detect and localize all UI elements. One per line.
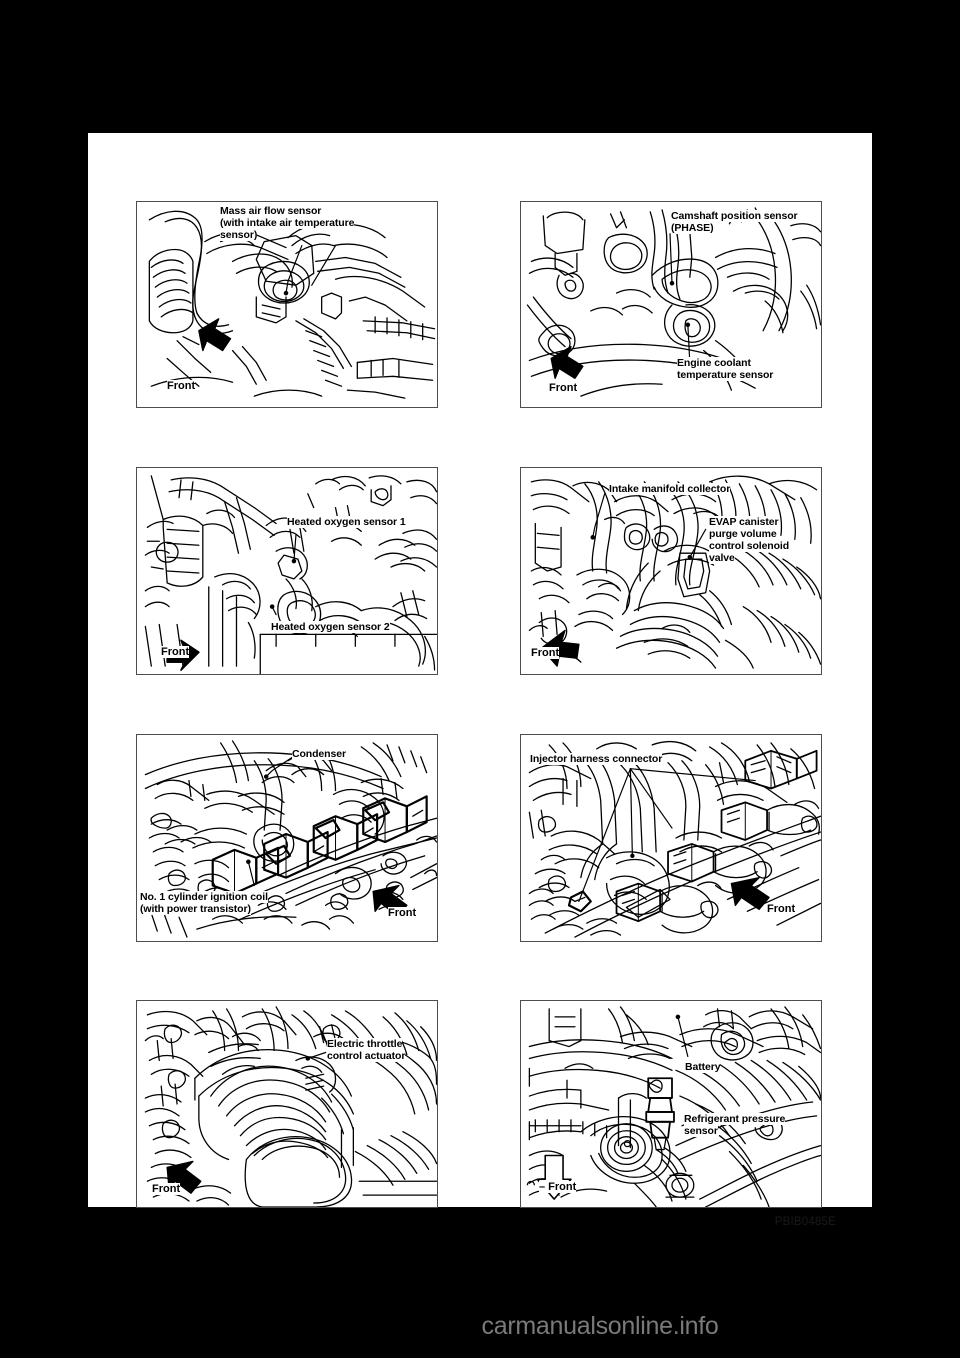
callout-evap-canister-line2: purge volume [709,528,777,541]
front-direction-label: – Front [539,1181,577,1193]
front-arrow-icon [550,345,584,379]
front-arrow-icon [730,876,770,911]
figure-panel-ignition-coil-condenser: Condenser No. 1 cylinder ignition coil (… [136,734,438,942]
callout-refrigerant-pressure-sensor-line2: sensor [684,1125,718,1138]
callout-mass-air-flow-sensor-line2: (with intake air temperature [220,217,355,230]
callout-intake-manifold-collector: Intake manifold collector [609,483,731,496]
front-direction-label: Front [152,1183,181,1195]
callout-heated-oxygen-sensor-1: Heated oxygen sensor 1 [287,516,406,529]
figure-panel-camshaft-position-sensor: Camshaft position sensor (PHASE) Engine … [520,201,822,408]
callout-camshaft-position-sensor-phase: (PHASE) [671,222,714,235]
callout-refrigerant-pressure-sensor: Refrigerant pressure [684,1113,786,1126]
figure-id-code: PBIB0485E [774,1216,836,1228]
front-direction-label: Front [167,380,196,392]
footer-watermark: carmanualsonline.info [481,1312,719,1340]
callout-mass-air-flow-sensor-line3: sensor) [220,229,258,242]
figure-panel-refrigerant-pressure-sensor: Battery Refrigerant pressure sensor – Fr… [520,1000,822,1208]
callout-electric-throttle-control-actuator: Electric throttle [327,1038,403,1051]
callout-no1-cylinder-ignition-coil: No. 1 cylinder ignition coil [140,891,268,904]
callout-evap-canister-line4: valve [709,552,735,565]
callout-engine-coolant-temperature-sensor: Engine coolant [677,357,751,370]
front-direction-label: Front [161,646,190,658]
callout-battery: Battery [685,1061,721,1074]
line-art-electric-throttle-control-actuator [144,1006,437,1207]
figure-panel-heated-oxygen-sensors: Heated oxygen sensor 1 Heated oxygen sen… [136,467,438,675]
callout-no1-cylinder-ignition-coil-line2: (with power transistor) [140,903,251,916]
figure-grid: Mass air flow sensor (with intake air te… [136,168,836,1228]
callout-evap-canister-line1: EVAP canister [709,516,779,529]
line-art-evap-canister-purge-valve [528,475,821,669]
front-direction-label: Front [767,903,796,915]
figure-panel-electric-throttle-control-actuator: Electric throttle control actuator Front [136,1000,438,1208]
callout-line-1: Mass air flow sensor [220,205,322,217]
figure-panel-injector-harness-connector: Injector harness connector Front [520,734,822,942]
front-direction-label: Front [531,647,560,659]
figure-panel-evap-canister-purge-valve: Intake manifold collector EVAP canister … [520,467,822,675]
callout-camshaft-position-sensor: Camshaft position sensor [671,210,798,223]
figure-panel-mass-air-flow-sensor: Mass air flow sensor (with intake air te… [136,201,438,408]
callout-condenser: Condenser [292,748,346,761]
callout-injector-harness-connector: Injector harness connector [530,753,663,766]
callout-evap-canister-line3: control solenoid [709,540,790,553]
line-art-mass-air-flow-sensor [148,210,436,399]
callout-electric-throttle-control-actuator-line2: control actuator [327,1050,406,1063]
callout-mass-air-flow-sensor: Mass air flow sensor [220,205,322,218]
callout-engine-coolant-temperature-sensor-line2: temperature sensor [677,369,774,382]
front-direction-label: Front [388,907,417,919]
front-arrow-icon [198,318,232,352]
manual-page-sheet: Mass air flow sensor (with intake air te… [88,133,872,1228]
callout-heated-oxygen-sensor-2: Heated oxygen sensor 2 [271,621,390,634]
front-direction-label: Front [549,382,578,394]
callout-line-2: (with intake air temperature [220,217,355,229]
callout-line-3: sensor) [220,229,258,241]
line-art-heated-oxygen-sensors [144,475,437,674]
line-art-refrigerant-pressure-sensor [526,1006,821,1207]
